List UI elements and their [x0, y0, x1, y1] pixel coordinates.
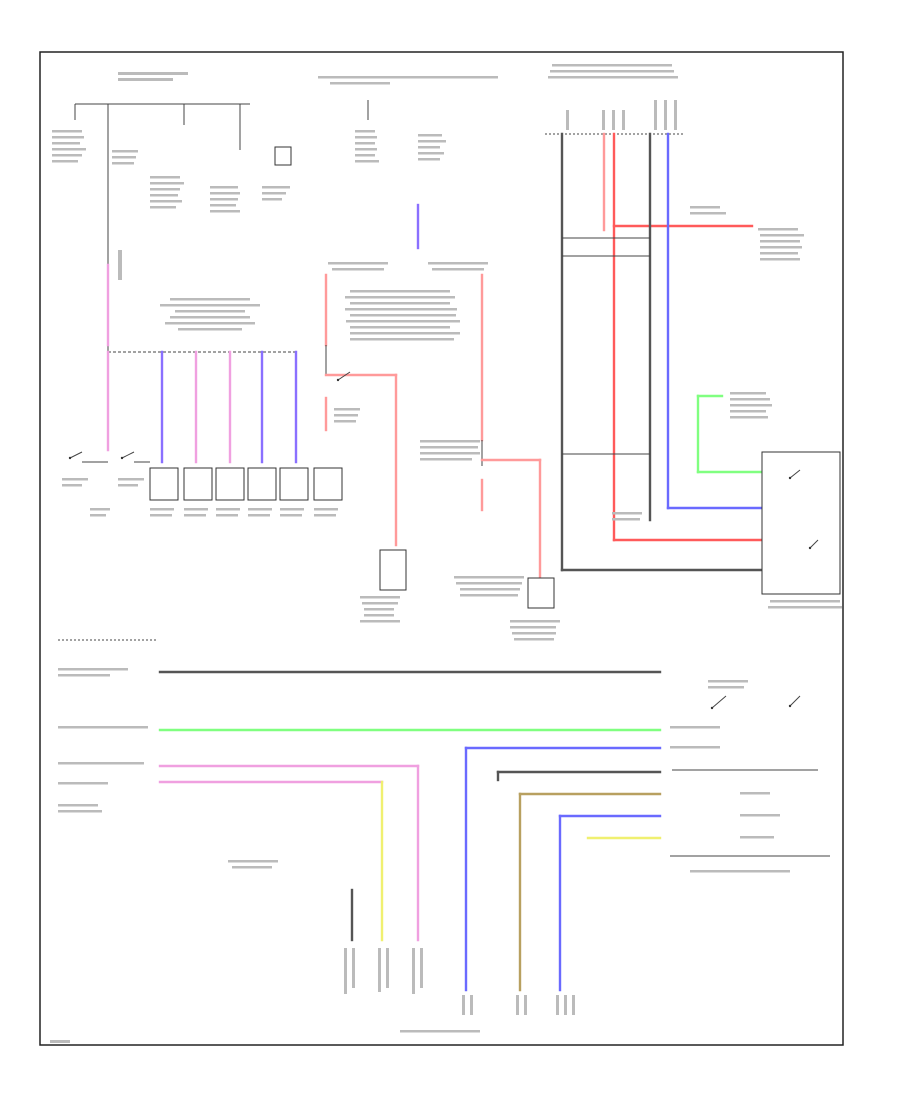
relay-contacts	[788, 469, 819, 550]
lower-bus	[158, 670, 662, 992]
motor-2	[183, 467, 213, 501]
motor-1	[149, 467, 179, 501]
right-harness	[560, 132, 764, 572]
motor-boxes	[149, 467, 343, 501]
fuse-box	[274, 146, 292, 166]
diagram-frame	[39, 51, 844, 1046]
motor-3	[215, 467, 245, 501]
motor-6	[313, 467, 343, 501]
lower-right-switch	[710, 695, 801, 710]
center-right-circuit	[480, 273, 542, 580]
motor-4	[247, 467, 277, 501]
bus-drops	[106, 350, 298, 464]
control-module-right	[761, 451, 841, 595]
module-right	[527, 577, 555, 609]
motor-5	[279, 467, 309, 501]
center-left-circuit	[324, 273, 398, 547]
power-distribution-group	[52, 72, 292, 352]
switch-1	[68, 451, 108, 463]
switch-2	[120, 451, 150, 463]
module-left	[379, 549, 407, 591]
